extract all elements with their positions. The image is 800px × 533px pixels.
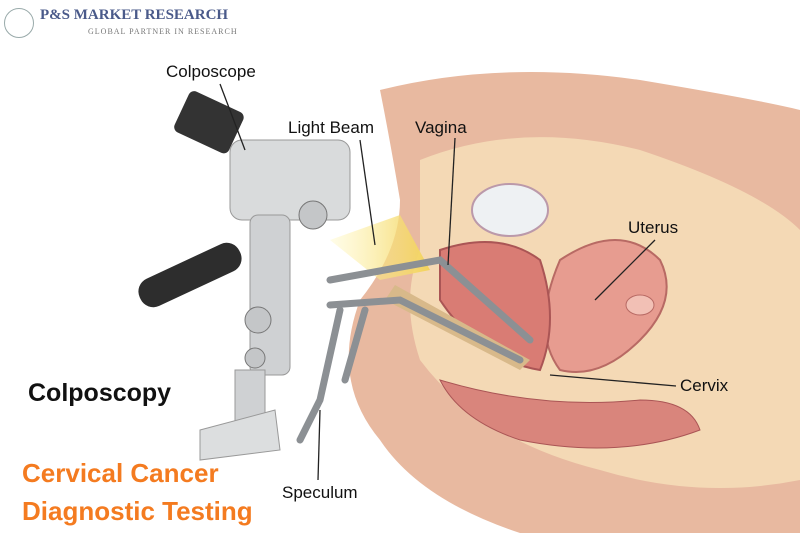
logo-tagline: Global Partner in Research	[88, 27, 238, 36]
ps-market-research-logo: P&S MARKET RESEARCH Global Partner in Re…	[4, 6, 237, 40]
procedure-title: Colposcopy	[28, 379, 172, 407]
speculum-instrument	[296, 256, 534, 444]
label-vagina: Vagina	[415, 118, 467, 137]
rectum	[439, 379, 701, 449]
label-uterus: Uterus	[628, 218, 679, 237]
logo-emblem-icon	[4, 8, 34, 38]
ovary	[625, 294, 655, 316]
label-speculum: Speculum	[282, 483, 358, 502]
bladder	[471, 183, 549, 237]
logo-name: P&S MARKET RESEARCH	[40, 7, 229, 23]
caption-line-2: Diagnostic Testing	[22, 496, 253, 526]
label-colposcope: Colposcope	[166, 62, 256, 81]
caption-line-1: Cervical Cancer	[22, 458, 219, 488]
label-cervix: Cervix	[680, 376, 729, 395]
colposcope-device	[138, 91, 351, 461]
leader-lines	[219, 83, 677, 481]
label-light-beam: Light Beam	[288, 118, 374, 137]
